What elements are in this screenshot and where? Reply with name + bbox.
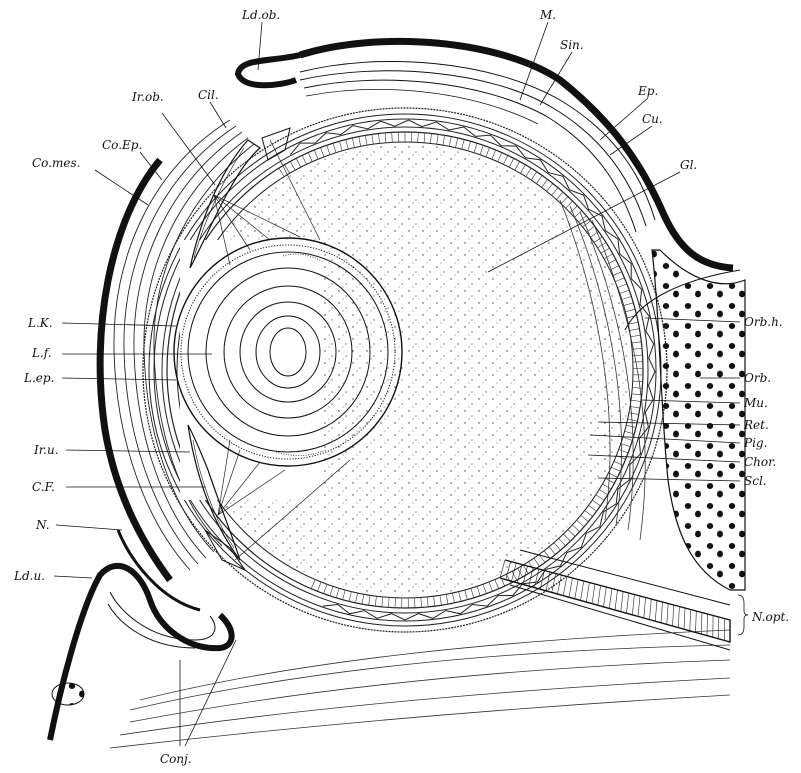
label-ld-ob: Ld.ob. [242, 8, 280, 22]
optic-nerve [500, 550, 730, 650]
label-orb: Orb. [744, 371, 771, 385]
label-ld-u: Ld.u. [14, 569, 45, 583]
label-lf: L.f. [32, 346, 52, 360]
label-gl: Gl. [680, 158, 697, 172]
label-ir-ob: Ir.ob. [132, 90, 164, 104]
label-sin: Sin. [560, 38, 584, 52]
label-ir-u: Ir.u. [34, 443, 59, 457]
lower-lid [50, 530, 232, 740]
label-orb-h: Orb.h. [744, 315, 783, 329]
label-n-opt: N.opt. [752, 610, 789, 624]
label-lk: L.K. [28, 316, 53, 330]
label-ep: Ep. [638, 84, 658, 98]
label-cil: Cil. [198, 88, 219, 102]
optic-nerve-hatching [500, 560, 724, 640]
label-n: N. [36, 518, 50, 532]
label-pig: Pig. [744, 436, 767, 450]
label-mu: Mu. [744, 396, 768, 410]
label-cf: C.F. [32, 480, 55, 494]
label-cu: Cu. [642, 112, 663, 126]
label-lep: L.ep. [24, 371, 54, 385]
label-co-mes: Co.mes. [32, 156, 80, 170]
label-scl: Scl. [744, 474, 767, 488]
label-co-ep: Co.Ep. [102, 138, 142, 152]
label-ret: Ret. [744, 418, 769, 432]
label-conj: Conj. [160, 752, 192, 766]
label-chor: Chor. [744, 455, 776, 469]
label-m: M. [540, 8, 556, 22]
